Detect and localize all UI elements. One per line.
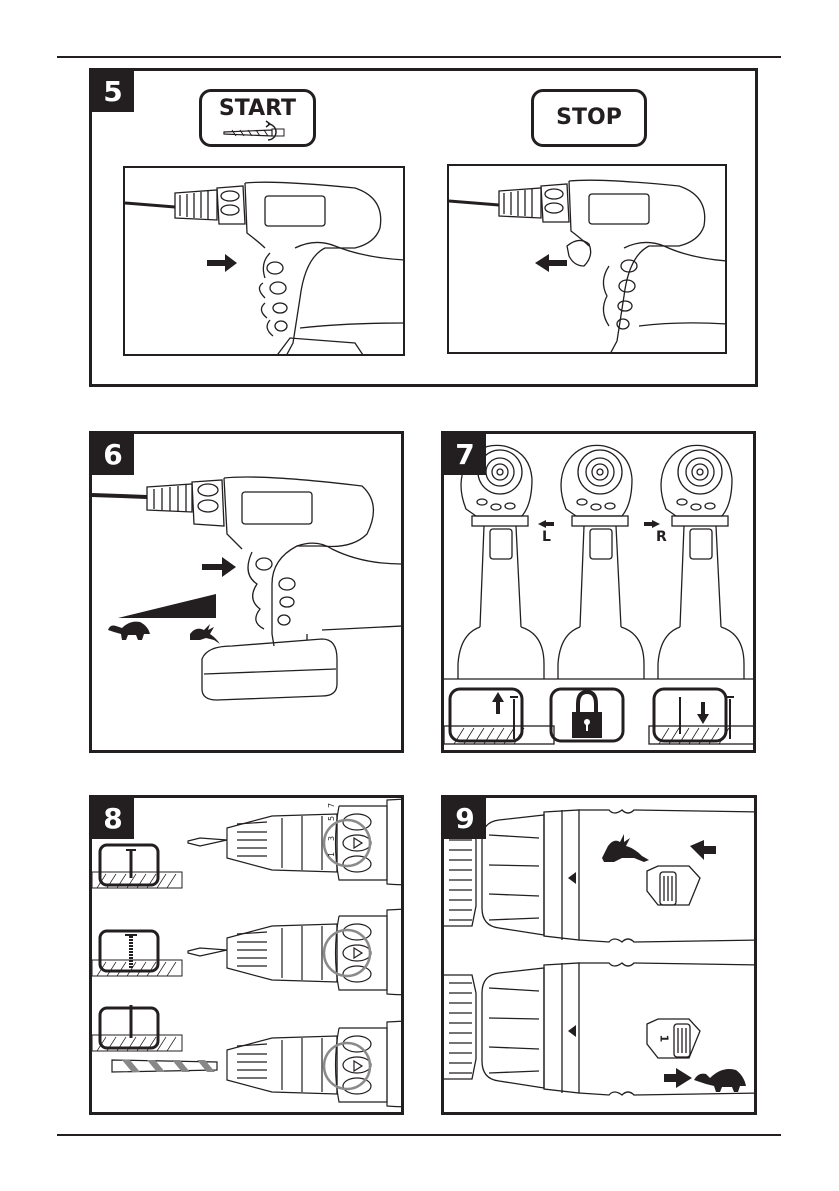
figure-number: 5 [92, 71, 134, 112]
arrow-right-icon [644, 520, 660, 528]
figure-number: 8 [92, 798, 134, 839]
hare-icon [602, 834, 649, 862]
arrow-left-icon [538, 520, 554, 528]
figure-9: 9 1 [441, 795, 757, 1115]
direction-selector-drawing [444, 444, 753, 745]
arrow-right-icon [207, 254, 237, 272]
dial-number: 3 [327, 835, 337, 842]
arrow-right-icon [202, 557, 236, 577]
drill-trigger-press-drawing [125, 181, 403, 354]
turtle-icon [694, 1069, 746, 1092]
right-rotation-label: R [656, 529, 667, 545]
variable-speed-drawing [92, 476, 401, 701]
figure-5: 5 START STOP [89, 68, 758, 387]
bottom-rule [57, 1134, 781, 1136]
dial-highlight-circles [322, 818, 372, 1091]
speed-ramp-icon [118, 594, 216, 618]
dial-number: 1 [327, 851, 337, 858]
figure-6: 6 [89, 431, 404, 753]
start-label: START [199, 89, 316, 147]
dial-number: 7 [327, 802, 337, 809]
figure-8: 8 1 3 5 7 [89, 795, 404, 1115]
figure-number: 6 [92, 434, 134, 475]
arrow-down-icon [697, 702, 709, 724]
arrow-right-icon [664, 1068, 692, 1088]
figure-number: 9 [444, 798, 486, 839]
stop-illustration [447, 164, 727, 354]
stop-label: STOP [531, 89, 647, 147]
top-rule [57, 56, 781, 58]
lock-icon [572, 689, 602, 738]
figure-7: 7 L R [441, 431, 756, 753]
drill-bit-rotate-icon [223, 120, 285, 141]
gear-number-label: 1 [657, 1034, 671, 1043]
torque-setting-drawing [92, 798, 401, 1108]
gear-selector-drawing [444, 809, 754, 1096]
figure-number: 7 [444, 434, 486, 475]
drill-trigger-release-drawing [449, 179, 725, 352]
arrow-up-icon [492, 692, 504, 714]
arrow-left-icon [535, 254, 567, 272]
start-illustration [123, 166, 405, 356]
dial-number: 5 [327, 815, 337, 822]
arrow-left-icon [690, 840, 716, 860]
left-rotation-label: L [542, 529, 551, 545]
